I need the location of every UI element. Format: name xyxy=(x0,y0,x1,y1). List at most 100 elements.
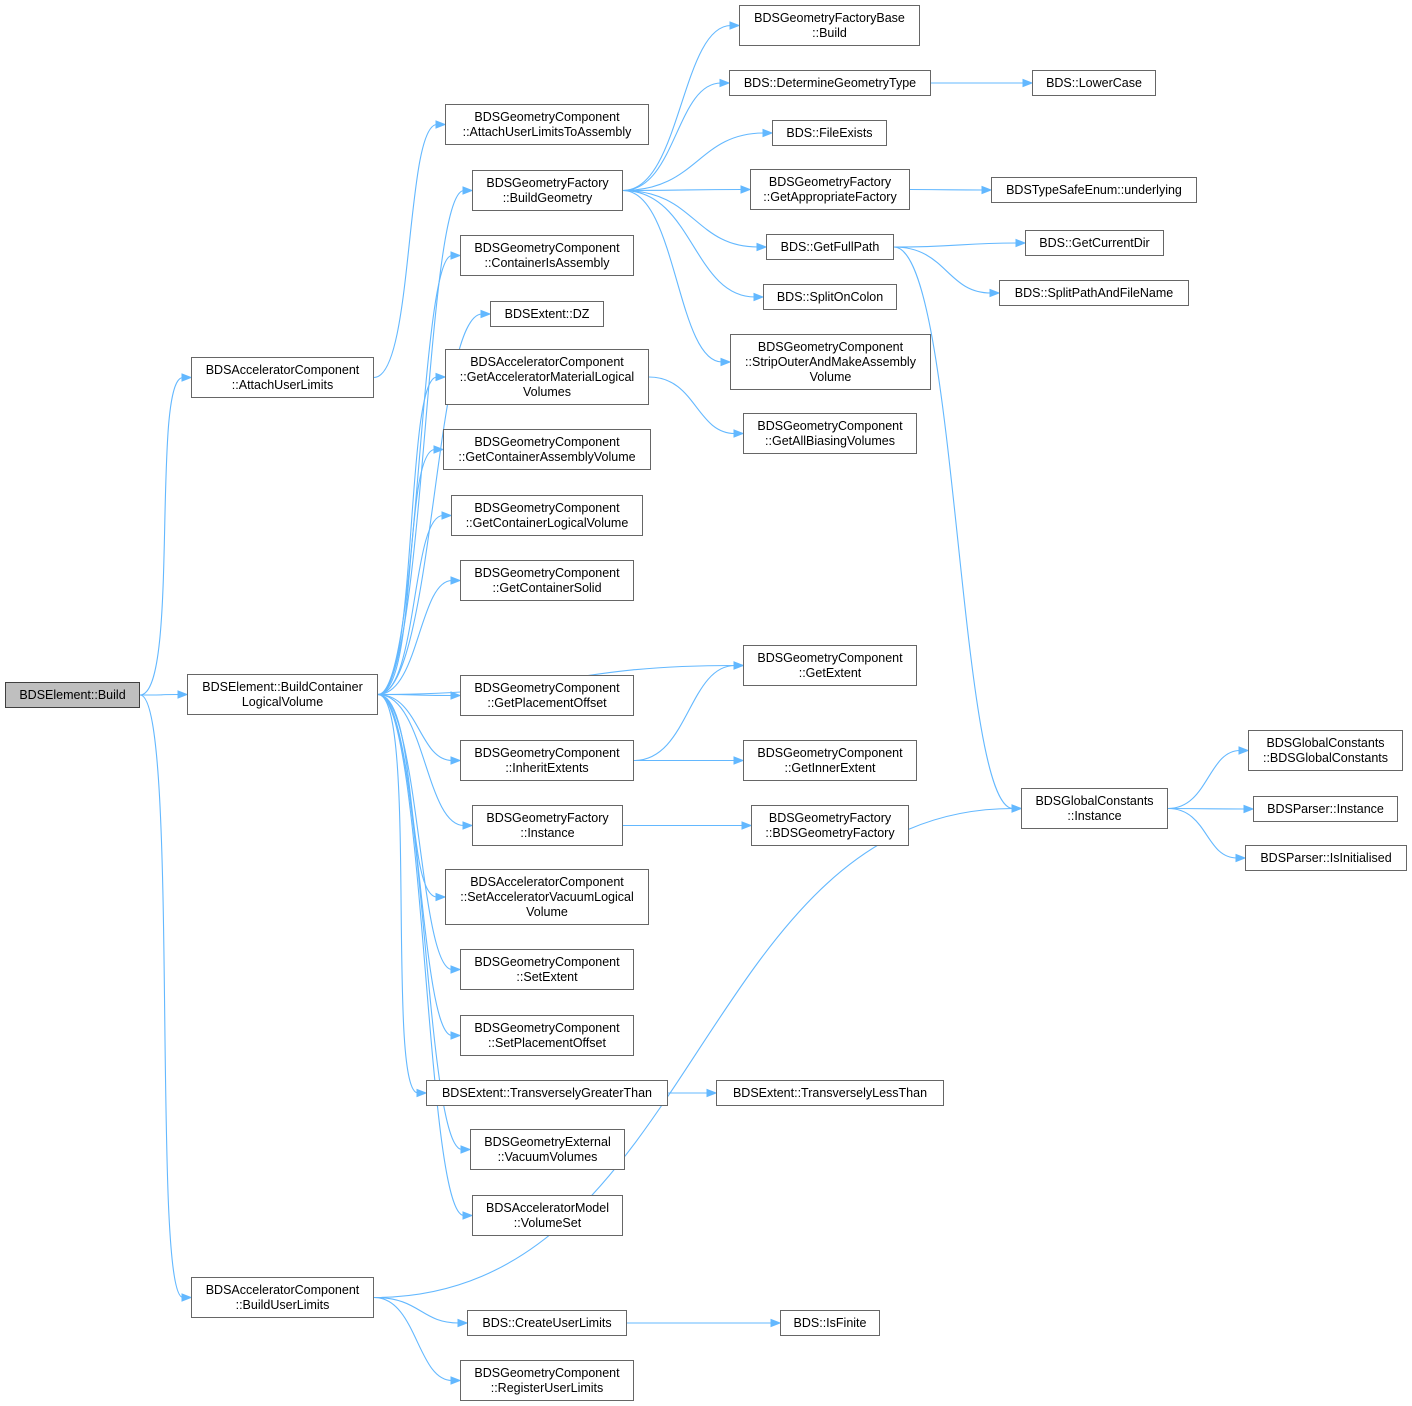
edge-arrowhead xyxy=(989,288,1001,298)
node-label-line: ::VolumeSet xyxy=(513,1215,582,1230)
call-edge xyxy=(622,189,756,298)
node-get-inner-extent[interactable]: BDSGeometryComponent::GetInnerExtent xyxy=(743,740,917,781)
node-strip-outer-and-make-assembly-volume[interactable]: BDSGeometryComponent::StripOuterAndMakeA… xyxy=(730,334,931,390)
edge-arrowhead xyxy=(733,429,745,438)
edge-arrowhead xyxy=(450,576,462,585)
node-label-line: BDS::CreateUserLimits xyxy=(482,1315,612,1330)
node-get-container-logical-volume[interactable]: BDSGeometryComponent::GetContainerLogica… xyxy=(451,495,643,536)
call-edge xyxy=(377,579,453,696)
call-edge xyxy=(909,188,984,191)
node-label-line: BDSGeometryComponent xyxy=(474,240,620,255)
node-label-line: BDSGeometryComponent xyxy=(474,434,620,449)
call-edge xyxy=(377,693,453,697)
node-volume-set[interactable]: BDSAcceleratorModel::VolumeSet xyxy=(472,1195,623,1236)
node-get-accelerator-material-logical-volumes[interactable]: BDSAcceleratorComponent::GetAcceleratorM… xyxy=(445,349,649,405)
edge-arrowhead xyxy=(441,511,453,520)
node-split-on-colon[interactable]: BDS::SplitOnColon xyxy=(763,284,897,310)
node-get-container-solid[interactable]: BDSGeometryComponent::GetContainerSolid xyxy=(460,560,634,601)
call-edge xyxy=(622,189,759,248)
node-global-constants-constructor[interactable]: BDSGlobalConstants::BDSGlobalConstants xyxy=(1248,730,1403,771)
edge-arrowhead xyxy=(450,756,462,765)
edge-arrowhead xyxy=(416,1088,428,1098)
call-edge xyxy=(377,693,453,971)
node-inherit-extents[interactable]: BDSGeometryComponent::InheritExtents xyxy=(460,740,634,781)
call-edge xyxy=(622,24,732,192)
node-label-line: BDSGeometryComponent xyxy=(474,954,620,969)
edge-arrowhead xyxy=(450,691,462,700)
node-geometry-factory-base-build[interactable]: BDSGeometryFactoryBase::Build xyxy=(739,5,920,46)
node-get-all-biasing-volumes[interactable]: BDSGeometryComponent::GetAllBiasingVolum… xyxy=(743,413,917,454)
edge-arrowhead xyxy=(462,821,474,830)
edge-arrowhead xyxy=(756,242,768,252)
node-label-line: BDSGeometryComponent xyxy=(474,1020,620,1035)
call-edge xyxy=(622,189,723,363)
node-get-container-assembly-volume[interactable]: BDSGeometryComponent::GetContainerAssemb… xyxy=(443,429,651,470)
node-file-exists[interactable]: BDS::FileExists xyxy=(772,120,887,146)
edge-arrowhead xyxy=(1235,853,1247,863)
node-label-line: BDS::GetFullPath xyxy=(780,239,880,254)
node-get-full-path[interactable]: BDS::GetFullPath xyxy=(766,234,894,260)
node-label-line: BDSAcceleratorComponent xyxy=(205,362,360,377)
node-get-extent[interactable]: BDSGeometryComponent::GetExtent xyxy=(743,645,917,686)
node-determine-geometry-type[interactable]: BDS::DetermineGeometryType xyxy=(729,70,931,96)
node-geometry-factory-instance[interactable]: BDSGeometryFactory::Instance xyxy=(472,805,623,846)
edge-arrowhead xyxy=(181,1293,193,1302)
node-label-line: BDS::SplitPathAndFileName xyxy=(1014,285,1174,300)
call-edge xyxy=(648,376,736,435)
node-label-line: BDSGeometryComponent xyxy=(474,745,620,760)
node-split-path-and-file-name[interactable]: BDS::SplitPathAndFileName xyxy=(999,280,1189,306)
call-edge xyxy=(1167,807,1238,859)
node-label-line: ::StripOuterAndMakeAssembly xyxy=(745,354,916,369)
edge-arrowhead xyxy=(706,1088,718,1098)
edge-arrowhead xyxy=(1238,746,1250,755)
node-lower-case[interactable]: BDS::LowerCase xyxy=(1032,70,1156,96)
node-set-extent[interactable]: BDSGeometryComponent::SetExtent xyxy=(460,949,634,990)
node-label-line: BDS::LowerCase xyxy=(1046,75,1142,90)
call-edge xyxy=(1167,749,1241,810)
node-get-appropriate-factory[interactable]: BDSGeometryFactory::GetAppropriateFactor… xyxy=(750,169,910,210)
node-create-user-limits[interactable]: BDS::CreateUserLimits xyxy=(467,1310,627,1336)
node-label-line: BDS::FileExists xyxy=(786,125,873,140)
node-bdsgeometry-factory-constructor[interactable]: BDSGeometryFactory::BDSGeometryFactory xyxy=(751,805,909,846)
node-attach-user-limits[interactable]: BDSAcceleratorComponent::AttachUserLimit… xyxy=(191,357,374,398)
edge-arrowhead xyxy=(450,251,462,260)
node-global-constants-instance[interactable]: BDSGlobalConstants::Instance xyxy=(1021,788,1168,829)
node-label-line: ::GetAppropriateFactory xyxy=(763,189,897,204)
node-set-placement-offset[interactable]: BDSGeometryComponent::SetPlacementOffset xyxy=(460,1015,634,1056)
node-label-line: BDS::GetCurrentDir xyxy=(1039,235,1150,250)
node-transversely-less-than[interactable]: BDSExtent::TransverselyLessThan xyxy=(716,1080,944,1106)
node-is-finite[interactable]: BDS::IsFinite xyxy=(780,1310,880,1336)
node-label-line: BDSGeometryFactory xyxy=(768,810,892,825)
call-edge xyxy=(377,693,438,898)
call-edge xyxy=(373,123,438,379)
edge-arrowhead xyxy=(433,445,445,454)
node-vacuum-volumes[interactable]: BDSGeometryExternal::VacuumVolumes xyxy=(470,1129,625,1170)
node-label-line: BDSGlobalConstants xyxy=(1266,735,1385,750)
node-set-accelerator-vacuum-logical-volume[interactable]: BDSAcceleratorComponent::SetAcceleratorV… xyxy=(445,869,649,925)
node-bdsextent-dz[interactable]: BDSExtent::DZ xyxy=(490,301,604,327)
node-get-placement-offset[interactable]: BDSGeometryComponent::GetPlacementOffset xyxy=(460,675,634,716)
node-build-user-limits[interactable]: BDSAcceleratorComponent::BuildUserLimits xyxy=(191,1277,374,1318)
node-register-user-limits[interactable]: BDSGeometryComponent::RegisterUserLimits xyxy=(460,1360,634,1401)
call-edge xyxy=(139,376,184,696)
edge-arrowhead xyxy=(719,78,731,88)
node-type-safe-enum-underlying[interactable]: BDSTypeSafeEnum::underlying xyxy=(991,177,1197,203)
call-edge xyxy=(377,376,438,696)
node-build-geometry[interactable]: BDSGeometryFactory::BuildGeometry xyxy=(472,170,623,211)
edge-arrowhead xyxy=(733,661,745,670)
edge-arrowhead xyxy=(177,690,189,699)
node-attach-user-limits-to-assembly[interactable]: BDSGeometryComponent::AttachUserLimitsTo… xyxy=(445,104,649,145)
node-container-is-assembly[interactable]: BDSGeometryComponent::ContainerIsAssembl… xyxy=(460,235,634,276)
node-label-line: ::Instance xyxy=(1067,808,1122,823)
edge-arrowhead xyxy=(435,892,447,902)
node-parser-instance[interactable]: BDSParser::Instance xyxy=(1253,796,1398,822)
node-transversely-greater-than[interactable]: BDSExtent::TransverselyGreaterThan xyxy=(426,1080,668,1106)
node-label-line: ::BDSGlobalConstants xyxy=(1262,750,1389,765)
node-parser-is-initialised[interactable]: BDSParser::IsInitialised xyxy=(1245,845,1407,871)
node-get-current-dir[interactable]: BDS::GetCurrentDir xyxy=(1025,230,1164,256)
call-edge xyxy=(373,1296,453,1382)
node-label-line: ::SetAcceleratorVacuumLogical xyxy=(460,889,634,904)
call-edge xyxy=(377,693,453,1037)
